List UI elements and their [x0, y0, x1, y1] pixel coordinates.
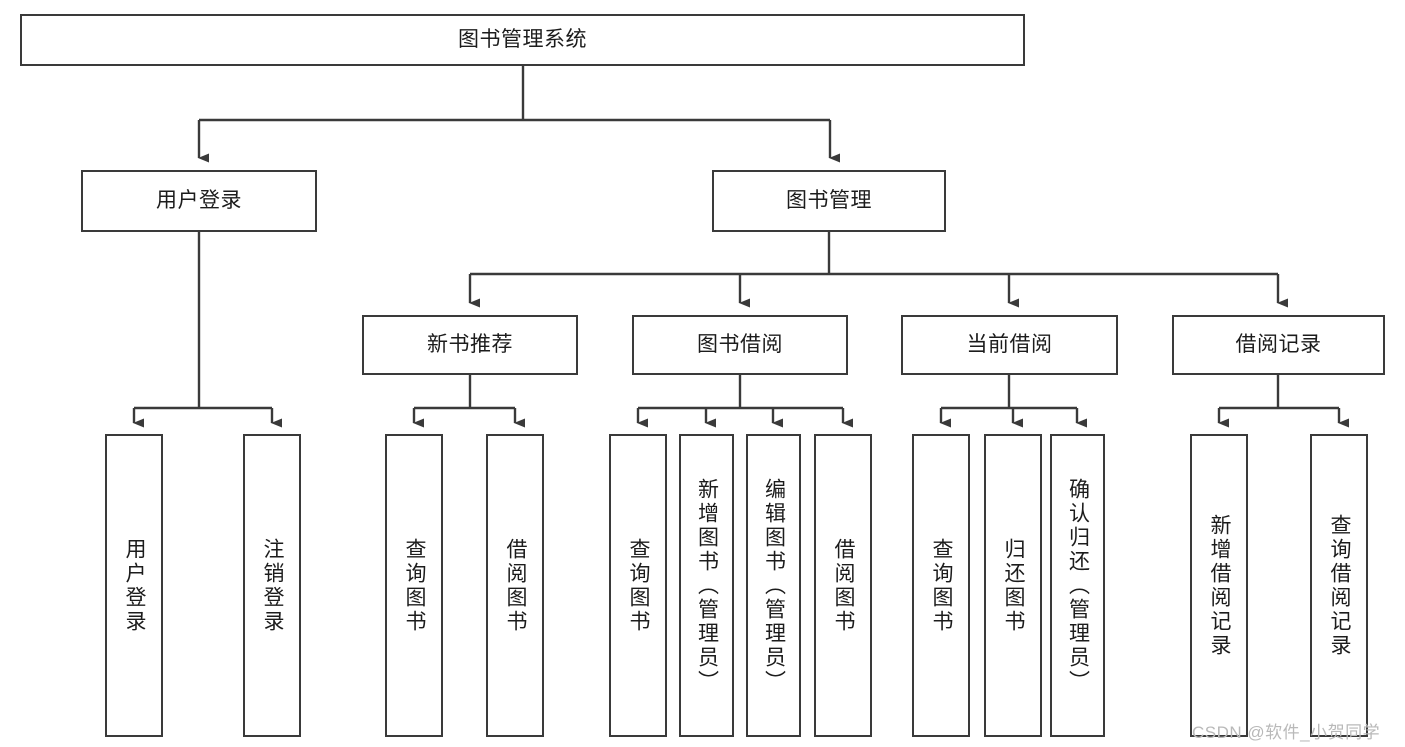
leaf-borrow-book-new-label: 借阅图书: [504, 537, 528, 634]
node-user-login-label: 用户登录: [156, 189, 242, 213]
leaf-borrow-book-new[interactable]: 借阅图书: [486, 434, 544, 737]
node-book-borrow[interactable]: 图书借阅: [632, 315, 848, 375]
leaf-return-book-label: 归还图书: [1002, 537, 1026, 634]
node-book-borrow-label: 图书借阅: [697, 333, 783, 357]
node-root-label: 图书管理系统: [458, 28, 587, 52]
leaf-query-book-new[interactable]: 查询图书: [385, 434, 443, 737]
leaf-lend-book-label: 借阅图书: [832, 537, 856, 634]
node-borrow-records[interactable]: 借阅记录: [1172, 315, 1385, 375]
leaf-edit-book-admin-label: 编辑图书（管理员）: [762, 477, 786, 694]
leaf-query-book-borrow[interactable]: 查询图书: [609, 434, 667, 737]
leaf-user-login-label: 用户登录: [123, 537, 147, 634]
leaf-return-book[interactable]: 归还图书: [984, 434, 1042, 737]
node-current-borrow-label: 当前借阅: [966, 333, 1053, 357]
leaf-logout-label: 注销登录: [261, 537, 285, 634]
leaf-add-borrow-record[interactable]: 新增借阅记录: [1190, 434, 1248, 737]
leaf-query-book-borrow-label: 查询图书: [627, 537, 651, 634]
leaf-user-login[interactable]: 用户登录: [105, 434, 163, 737]
leaf-add-borrow-record-label: 新增借阅记录: [1208, 513, 1232, 658]
leaf-query-borrow-record-label: 查询借阅记录: [1328, 513, 1352, 658]
node-new-book-recommend[interactable]: 新书推荐: [362, 315, 578, 375]
leaf-add-book-admin-label: 新增图书（管理员）: [695, 477, 719, 694]
leaf-confirm-return-admin-label: 确认归还（管理员）: [1066, 477, 1090, 694]
leaf-query-book-current[interactable]: 查询图书: [912, 434, 970, 737]
leaf-logout[interactable]: 注销登录: [243, 434, 301, 737]
leaf-add-book-admin[interactable]: 新增图书（管理员）: [679, 434, 734, 737]
leaf-lend-book[interactable]: 借阅图书: [814, 434, 872, 737]
node-new-book-recommend-label: 新书推荐: [427, 333, 513, 357]
node-root[interactable]: 图书管理系统: [20, 14, 1025, 66]
leaf-query-book-new-label: 查询图书: [403, 537, 427, 634]
leaf-query-book-current-label: 查询图书: [930, 537, 954, 634]
node-user-login[interactable]: 用户登录: [81, 170, 317, 232]
node-book-management[interactable]: 图书管理: [712, 170, 946, 232]
node-book-management-label: 图书管理: [786, 189, 872, 213]
node-current-borrow[interactable]: 当前借阅: [901, 315, 1118, 375]
leaf-query-borrow-record[interactable]: 查询借阅记录: [1310, 434, 1368, 737]
node-borrow-records-label: 借阅记录: [1235, 333, 1322, 357]
leaf-confirm-return-admin[interactable]: 确认归还（管理员）: [1050, 434, 1105, 737]
leaf-edit-book-admin[interactable]: 编辑图书（管理员）: [746, 434, 801, 737]
